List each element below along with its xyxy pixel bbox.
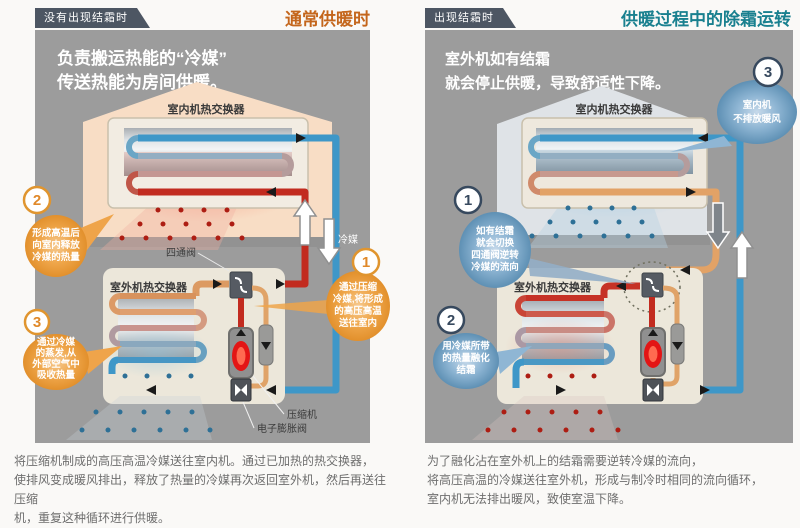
refrigerant-label: 冷媒 [338, 233, 358, 246]
four-way-valve-label: 四通阀 [166, 246, 196, 259]
four-way-valve-icon [229, 271, 253, 299]
svg-text:外部空气中: 外部空气中 [31, 358, 80, 370]
normal-heating-diagram: 负责搬运热能的“冷媒” 传送热能为房间供暖。 室内机热交换器 [22, 30, 390, 443]
step-1-badge [351, 247, 381, 277]
svg-text:3: 3 [33, 314, 41, 331]
left-caption-line2: 使排风变成暖风排出，释放了热量的冷媒再次返回室外机，然后再送往压缩 [14, 473, 387, 506]
svg-text:结霜: 结霜 [455, 364, 476, 376]
svg-text:的蒸发,从: 的蒸发,从 [36, 347, 77, 359]
step-1-callout: 如有结霜 就会切换 四通阀逆转 冷媒的流向 1 [453, 185, 636, 288]
down-arrow-icon [316, 218, 342, 266]
expansion-valve-icon [230, 378, 252, 402]
svg-text:3: 3 [764, 64, 772, 81]
left-caption-line1: 将压缩机制成的高压高温冷媒送往室内机。通过已加热的热交换器， [14, 454, 375, 468]
right-panel-title: 供暖过程中的除霜运转 [621, 10, 791, 29]
svg-text:冷媒的流向: 冷媒的流向 [471, 261, 519, 273]
accumulator-icon [670, 323, 685, 365]
warm-airflow-fan [100, 205, 238, 250]
left-outdoor-exchanger-label: 室外机热交换器 [110, 280, 188, 294]
right-outdoor-exchanger-label: 室外机热交换器 [514, 280, 592, 294]
svg-text:2: 2 [447, 312, 455, 329]
step-3-badge [23, 308, 51, 336]
svg-text:向室内释放: 向室内释放 [32, 239, 80, 251]
accumulator-icon [258, 324, 274, 366]
warm-pipe [540, 188, 720, 274]
step-1-text: 如有结霜 [476, 225, 515, 237]
step-1-text: 通过压缩 [339, 281, 378, 293]
step-3-badge [752, 56, 784, 88]
expansion-valve-label: 电子膨胀阀 [257, 422, 307, 435]
svg-text:2: 2 [33, 192, 41, 209]
right-indoor-exchanger-label: 室内机热交换器 [576, 102, 654, 116]
step-3-text: 通过冷媒 [37, 336, 76, 348]
svg-text:1: 1 [464, 192, 472, 209]
cool-airflow-fan [528, 202, 668, 248]
step-2-badge [22, 185, 52, 215]
svg-text:吸收热量: 吸收热量 [37, 369, 76, 381]
cool-air-dots [529, 205, 655, 239]
right-caption-line2: 将高压高温的冷媒送往室外机，形成与制冷时相同的流向循环， [427, 473, 764, 487]
step-3-callout: 室内机 不排放暖风 3 [670, 56, 797, 152]
flow-arrows [146, 133, 306, 395]
flow-arrows [556, 133, 710, 395]
compressor-label: 压缩机 [287, 408, 317, 421]
svg-text:冷媒,将形成: 冷媒,将形成 [333, 293, 384, 305]
compressor-icon [640, 327, 666, 377]
left-outdoor-unit: 室外机热交换器 [101, 268, 285, 404]
left-condition-tag: 没有出现结霜时 [35, 8, 150, 28]
outdoor-coil [108, 280, 229, 374]
warm-airflow-fan [472, 396, 618, 440]
infographic-canvas: 没有出现结霜时 通常供暖时 出现结霜时 供暖过程中的除霜运转 负责搬运热能的“冷… [14, 0, 797, 525]
step-2-text: 形成高温后 [32, 227, 80, 239]
outdoor-coil [512, 282, 640, 388]
right-condition-tag: 出现结霜时 [425, 8, 516, 28]
step-1-callout: 通过压缩 冷媒,将形成 的高压高温 送往室内 1 [254, 247, 390, 341]
cool-airflow-fan [66, 396, 212, 440]
svg-text:不排放暖风: 不排放暖风 [733, 113, 781, 125]
svg-text:就会切换: 就会切换 [476, 237, 515, 249]
right-caption: 为了融化沾在室外机上的结霜需要逆转冷媒的流向， 将高压高温的冷媒送往室外机，形成… [427, 452, 793, 509]
defrost-operation-diagram: 室外机如有结霜 就会停止供暖，导致舒适性下降。 室内机热交换器 [425, 30, 797, 443]
step-2-callout: 用冷媒所带 的热量融化 结霜 2 [433, 305, 532, 389]
left-indoor-exchanger-label: 室内机热交换器 [168, 102, 246, 116]
svg-text:冷媒的热量: 冷媒的热量 [32, 251, 80, 263]
cool-air-dots [79, 373, 213, 433]
svg-text:四通阀逆转: 四通阀逆转 [471, 249, 519, 261]
right-caption-line1: 为了融化沾在室外机上的结霜需要逆转冷媒的流向， [427, 454, 704, 468]
step-1-badge [453, 185, 483, 215]
svg-text:的高压高温: 的高压高温 [334, 305, 382, 317]
warm-air-dots [119, 207, 245, 241]
left-panel-title: 通常供暖时 [285, 10, 370, 29]
left-caption-line3: 机，重复这种循环进行供暖。 [14, 511, 171, 525]
right-outdoor-unit: 室外机热交换器 [497, 261, 703, 404]
left-intro-line1: 负责搬运热能的“冷媒” [57, 48, 227, 68]
svg-text:的热量融化: 的热量融化 [442, 352, 490, 364]
step-2-callout: 形成高温后 向室内释放 冷媒的热量 2 [22, 185, 114, 277]
left-caption: 将压缩机制成的高压高温冷媒送往室内机。通过已加热的热交换器， 使排风变成暖风排出… [14, 452, 386, 528]
down-arrow-icon [705, 202, 731, 250]
step-3-text: 室内机 [743, 99, 772, 111]
right-caption-line3: 室内机无法排出暖风，致使室温下降。 [427, 492, 632, 506]
right-intro-line2: 就会停止供暖，导致舒适性下降。 [445, 74, 670, 92]
up-arrow-icon [729, 230, 755, 279]
svg-text:1: 1 [362, 254, 370, 271]
step-2-text: 用冷媒所带 [441, 340, 490, 352]
up-arrow-icon [292, 198, 318, 246]
right-intro-line1: 室外机如有结霜 [445, 50, 550, 68]
compressor-icon [228, 327, 254, 379]
step-3-callout: 通过冷媒 的蒸发,从 外部空气中 吸收热量 3 [23, 308, 122, 390]
four-way-valve-icon [641, 272, 664, 298]
svg-text:送往室内: 送往室内 [338, 317, 377, 329]
expansion-valve-icon [642, 378, 664, 402]
warm-air-dots [485, 373, 621, 433]
step-2-badge [436, 305, 466, 335]
